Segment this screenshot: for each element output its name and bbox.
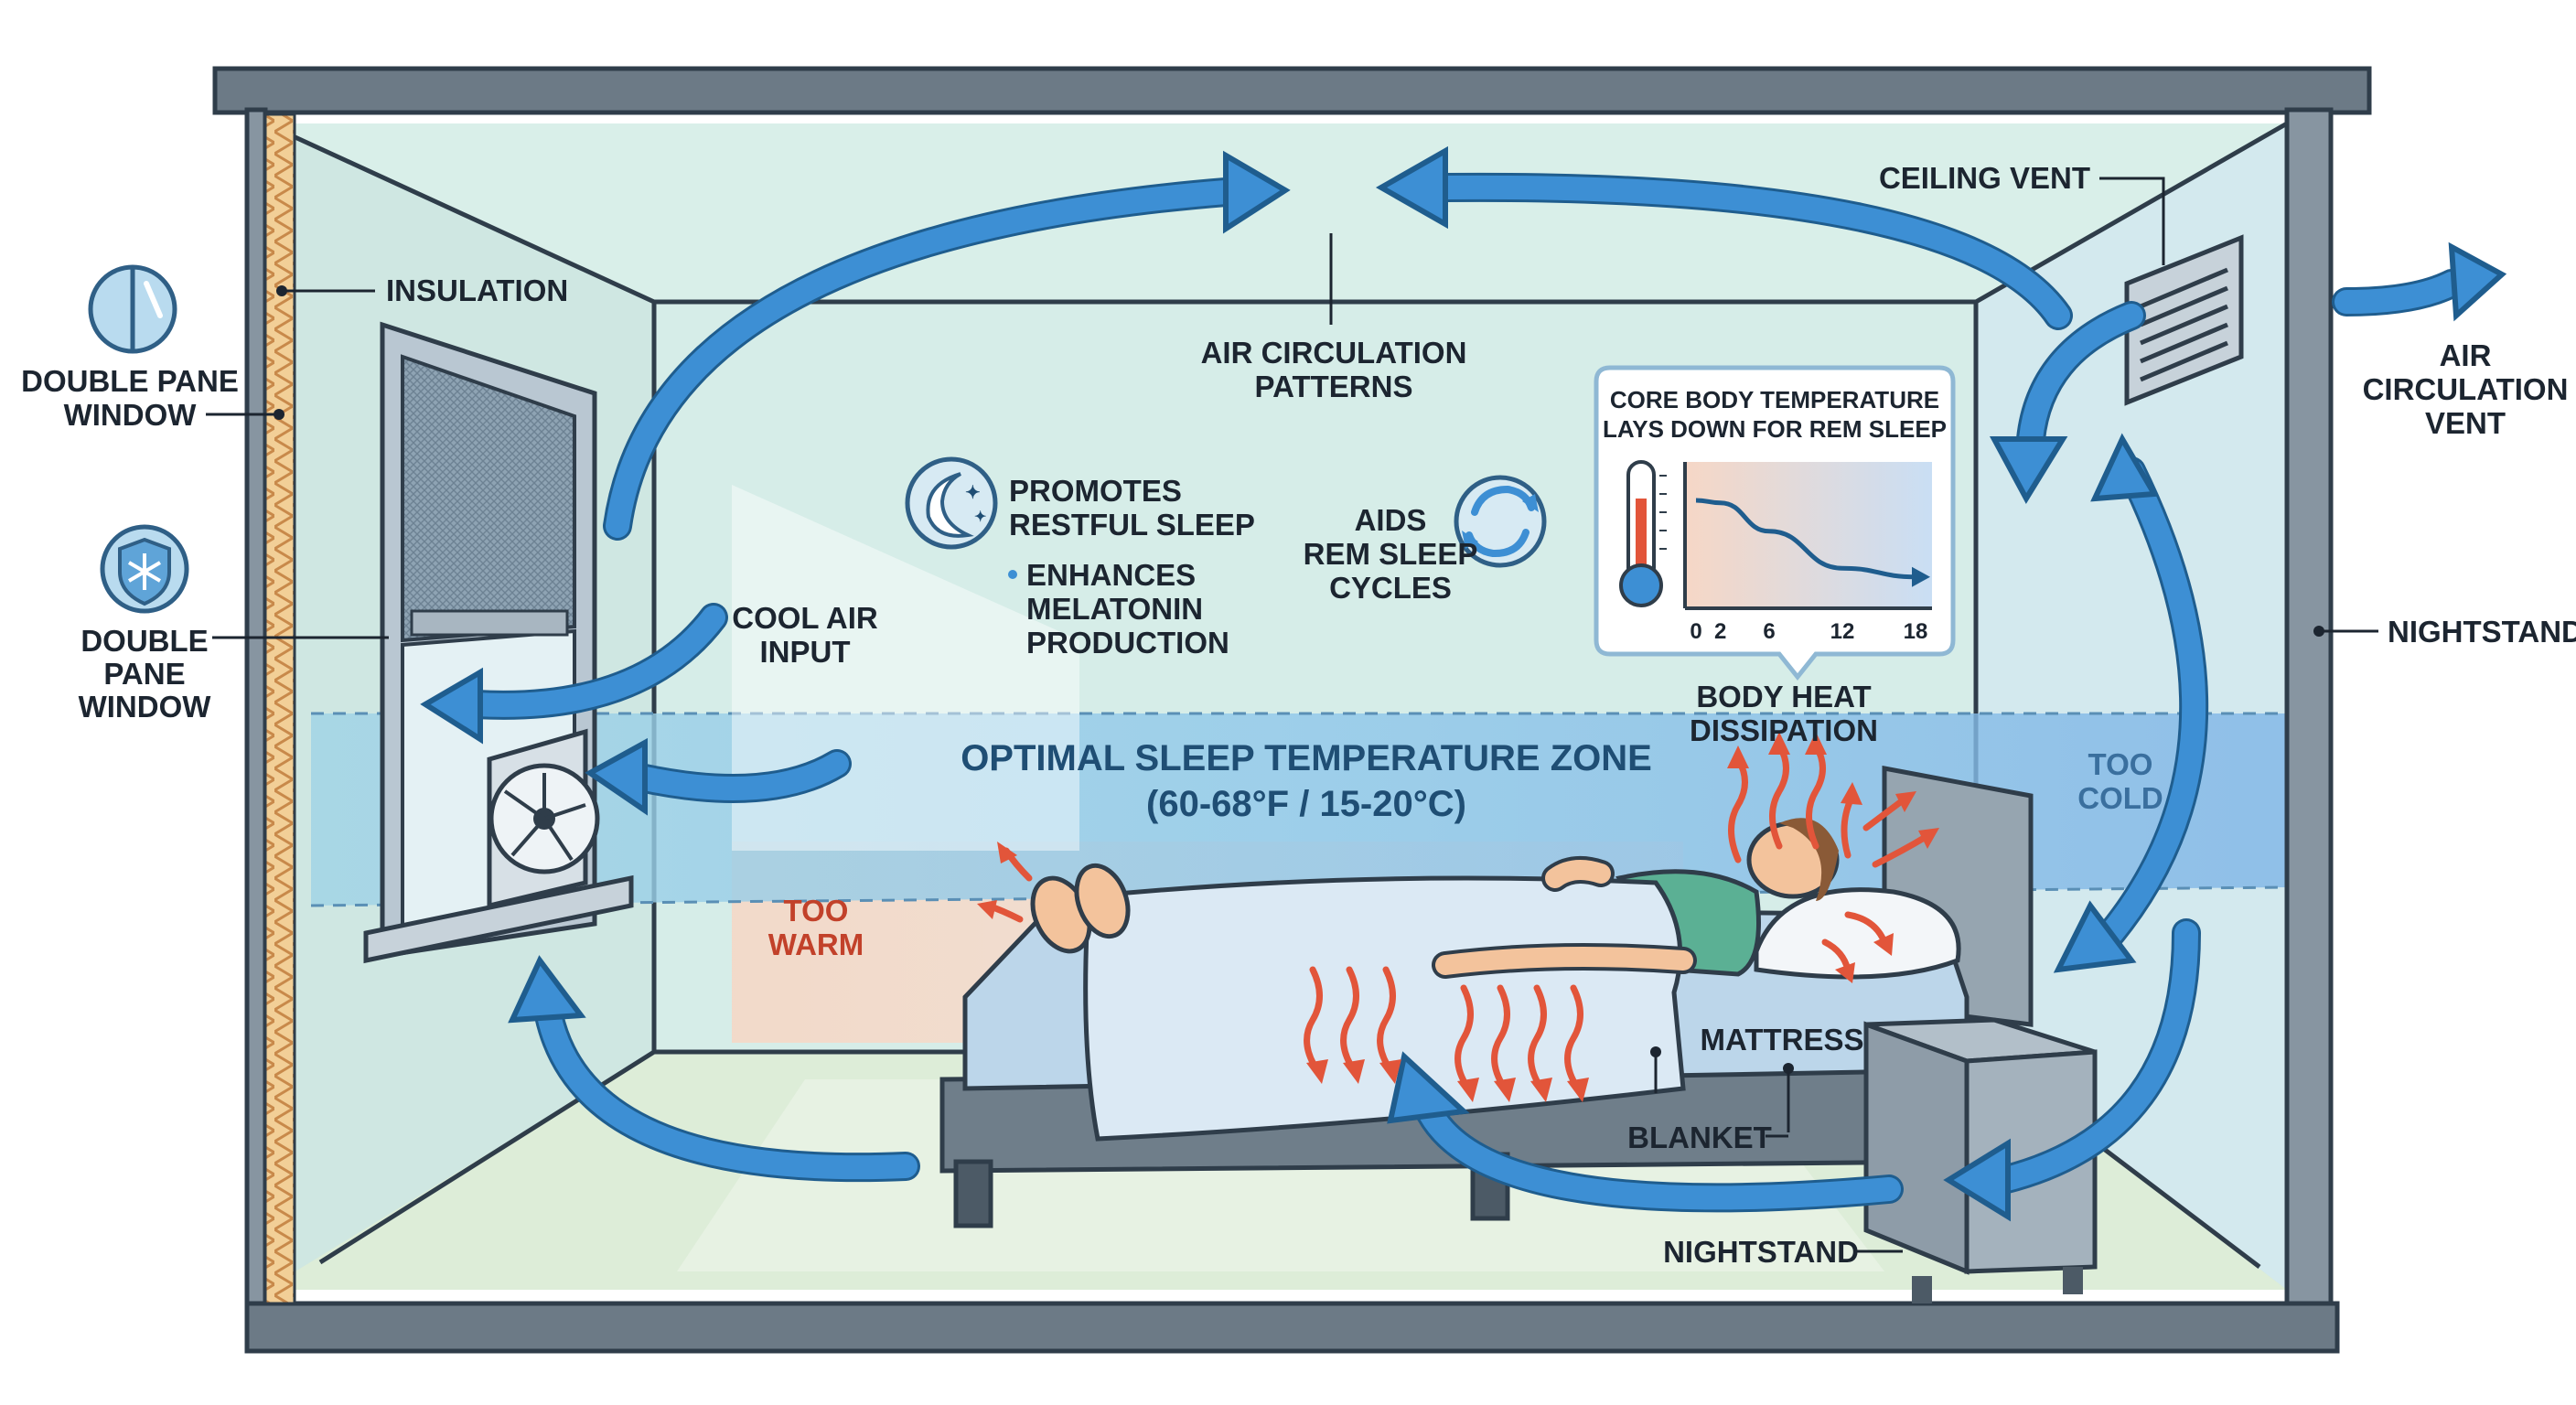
mattress-label: MATTRESS [1700, 1023, 1863, 1056]
cool-air-label-1: COOL AIR [732, 601, 878, 635]
labels: INSULATION DOUBLE PANE WINDOW DOUBLE PAN… [21, 161, 2576, 1269]
promotes-label-1: PROMOTES [1009, 474, 1182, 508]
aids-label-1: AIDS [1355, 503, 1427, 537]
chart-x-tick-label: 2 [1714, 619, 1726, 644]
floor-frame [244, 1301, 2340, 1354]
chart-x-tick-label: 18 [1904, 619, 1928, 644]
right-wall [1976, 123, 2287, 1290]
air-vent-label-3: VENT [2425, 406, 2506, 440]
air-patterns-label-1: AIR CIRCULATION [1201, 336, 1467, 370]
ceiling [265, 123, 2287, 302]
ceiling-vent [2124, 234, 2244, 406]
left-frame [244, 107, 268, 1306]
right-frame [2284, 107, 2334, 1306]
nightstand-bottom-label: NIGHTSTAND [1663, 1235, 1859, 1269]
window-top-label-1: DOUBLE PANE [21, 364, 239, 398]
too-cold-label-2: COLD [2077, 781, 2163, 815]
window-bottom-label-1: DOUBLE [80, 624, 208, 658]
air-patterns-label-2: PATTERNS [1255, 370, 1413, 403]
window-pane-icon [88, 264, 177, 354]
aids-label-2: REM SLEEP [1304, 537, 1478, 571]
box-fan [487, 728, 600, 909]
promotes-label-2: RESTFUL SLEEP [1009, 508, 1255, 542]
air-vent-label-1: AIR [2440, 338, 2492, 372]
chart-x-tick-label: 12 [1830, 619, 1855, 644]
window-bottom-label-2: PANE [103, 657, 185, 691]
moon-stars-icon: ✦ ✦ [905, 456, 998, 550]
chart-line-series [1695, 498, 1916, 580]
zone-range: (60-68°F / 15-20°C) [1146, 784, 1466, 824]
cycle-arrows-icon [1454, 475, 1547, 568]
window-top-label-2: WINDOW [64, 398, 198, 432]
chart-title-line-1: CORE BODY TEMPERATURE [1610, 386, 1939, 413]
body-heat-label-1: BODY HEAT [1696, 680, 1871, 713]
chart-x-tick-label: 0 [1690, 619, 1701, 644]
insulation-label: INSULATION [386, 273, 568, 307]
chart-title-line-2: LAYS DOWN FOR REM SLEEP [1603, 415, 1947, 443]
svg-text:✦: ✦ [974, 509, 986, 525]
enhances-label-1: ENHANCES [1026, 558, 1196, 592]
aids-label-3: CYCLES [1329, 571, 1452, 605]
ceiling-vent-label: CEILING VENT [1879, 161, 2090, 195]
zone-title: OPTIMAL SLEEP TEMPERATURE ZONE [961, 738, 1652, 778]
thermometer-icon [1619, 460, 1667, 607]
temperature-chart-panel: CORE BODY TEMPERATURE LAYS DOWN FOR REM … [1594, 365, 1956, 681]
body-heat-label-2: DISSIPATION [1690, 713, 1878, 747]
window-sill [363, 874, 634, 964]
blanket [1083, 875, 1686, 1142]
too-warm-label-1: TOO [784, 894, 849, 928]
chart-line-arrowhead [1912, 566, 1930, 587]
ceiling-frame [212, 66, 2372, 115]
enhances-bullet [1008, 570, 1017, 579]
too-warm-label-2: WARM [768, 928, 864, 961]
air-arrows [420, 145, 2507, 1222]
chart-x-tick-label: 6 [1763, 619, 1775, 644]
insulation-strip [263, 113, 296, 1305]
air-vent-label-2: CIRCULATION [2363, 372, 2569, 406]
cool-air-label-2: INPUT [760, 635, 851, 669]
heat-waves [977, 732, 1939, 1102]
snowflake-shield-icon [100, 524, 189, 614]
window-bottom-label-3: WINDOW [79, 690, 212, 724]
blanket-label: BLANKET [1627, 1121, 1772, 1154]
leader-lines [206, 177, 2378, 1253]
enhances-label-3: PRODUCTION [1026, 626, 1229, 660]
too-cold-label-1: TOO [2088, 747, 2153, 781]
chart-plot-area [1685, 462, 1932, 608]
nightstand-right-label: NIGHTSTAND [2388, 615, 2576, 649]
enhances-label-2: MELATONIN [1026, 592, 1203, 626]
svg-text:✦: ✦ [965, 483, 981, 503]
